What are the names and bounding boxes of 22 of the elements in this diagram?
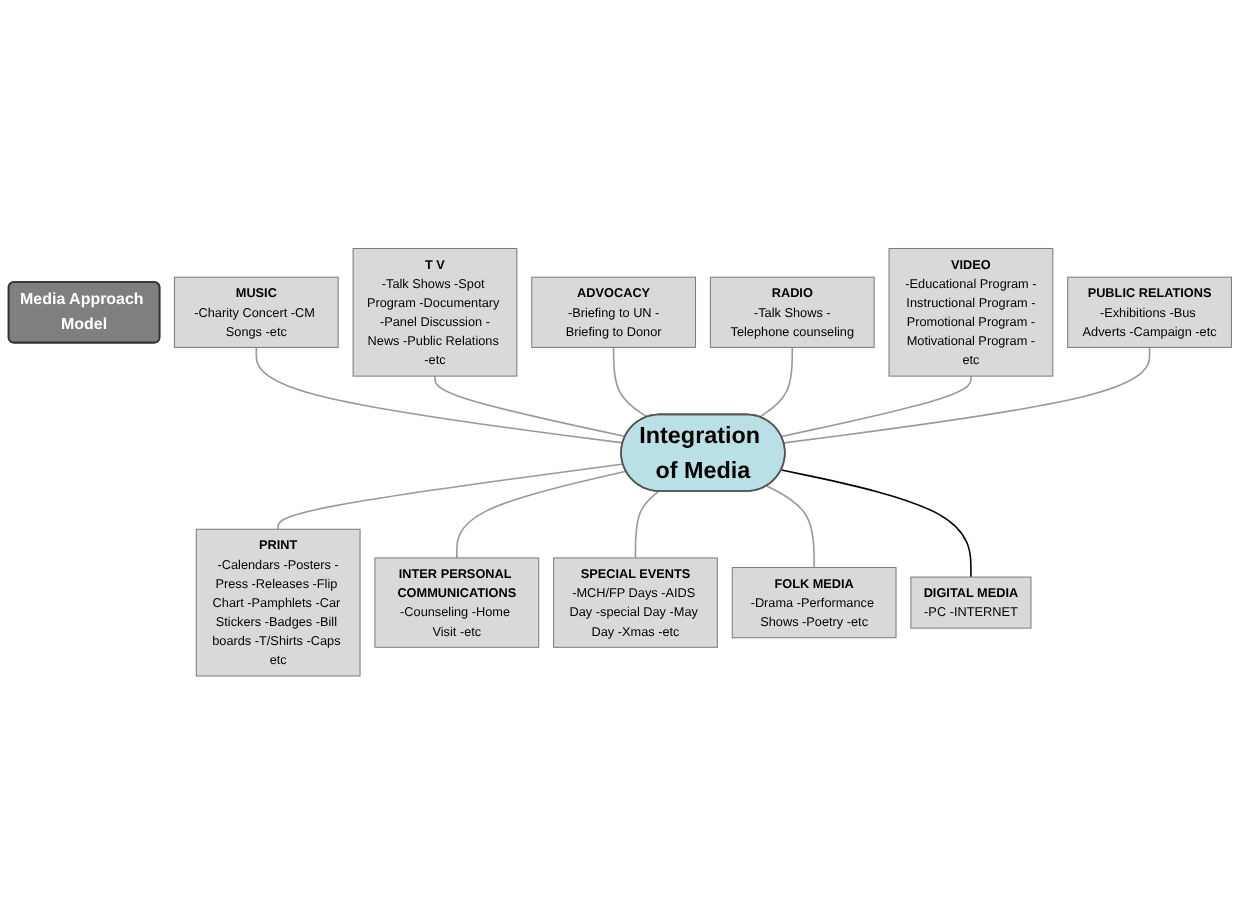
node-box bbox=[531, 276, 697, 348]
connector bbox=[434, 375, 627, 438]
connector bbox=[758, 346, 794, 418]
node-box bbox=[374, 557, 540, 648]
node-box bbox=[352, 247, 518, 377]
node-box bbox=[553, 557, 718, 648]
connector bbox=[783, 346, 1151, 444]
node-box bbox=[910, 576, 1032, 629]
node-box bbox=[731, 566, 897, 638]
connector bbox=[634, 490, 660, 559]
node-box bbox=[888, 247, 1054, 377]
connector bbox=[780, 375, 972, 438]
node-box bbox=[1067, 276, 1232, 348]
connector bbox=[766, 484, 815, 569]
connector bbox=[255, 346, 624, 444]
connector bbox=[612, 346, 649, 418]
connector bbox=[780, 468, 972, 578]
node-box bbox=[195, 528, 361, 677]
connector bbox=[456, 470, 627, 559]
connector bbox=[277, 463, 624, 530]
node-box bbox=[173, 276, 339, 348]
node-box bbox=[709, 276, 875, 348]
